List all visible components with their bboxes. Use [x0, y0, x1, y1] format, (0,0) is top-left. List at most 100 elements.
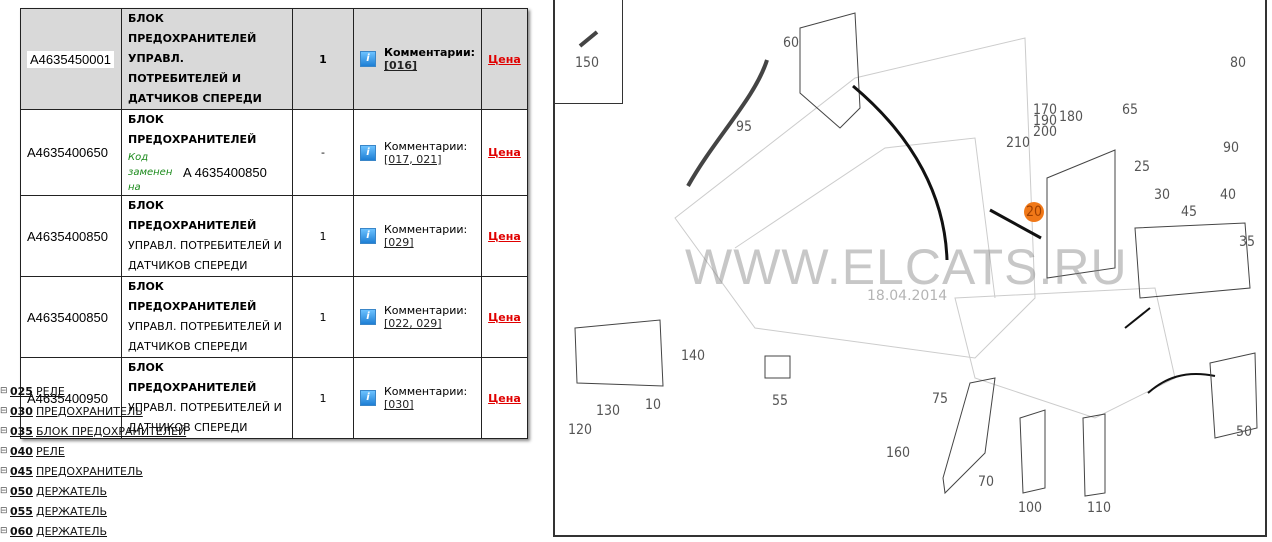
callout-20[interactable]: 20 [1024, 202, 1044, 222]
part-number[interactable]: A4635400950 [27, 390, 108, 406]
quantity: 1 [292, 276, 354, 358]
arrow-50 [1147, 372, 1216, 394]
callout-180[interactable]: 180 [1058, 109, 1084, 125]
callout-90[interactable]: 90 [1222, 140, 1240, 156]
callout-50[interactable]: 50 [1235, 424, 1253, 440]
connector-55 [764, 355, 791, 379]
tree-item-number[interactable]: 030 [10, 404, 33, 418]
comments-link[interactable]: [022, 029] [384, 317, 442, 330]
inset-box [555, 0, 623, 104]
part-name-line: ДАТЧИКОВ СПЕРЕДИ [128, 259, 248, 272]
callout-30[interactable]: 30 [1153, 187, 1171, 203]
tree-item-number[interactable]: 045 [10, 464, 33, 478]
price-link[interactable]: Цена [488, 229, 521, 243]
tree-item-number[interactable]: 055 [10, 504, 33, 518]
callout-45[interactable]: 45 [1180, 204, 1198, 220]
callout-130[interactable]: 130 [595, 403, 621, 419]
callout-70[interactable]: 70 [977, 474, 995, 490]
info-icon[interactable]: i [360, 309, 376, 325]
rod-95 [686, 59, 769, 187]
tree-item-number[interactable]: 050 [10, 484, 33, 498]
replaced-by-part[interactable]: A 4635400850 [183, 165, 267, 180]
price-link[interactable]: Цена [488, 310, 521, 324]
info-icon[interactable]: i [360, 390, 376, 406]
comments-label: Комментарии: [384, 304, 468, 317]
tree-item-number[interactable]: 040 [10, 444, 33, 458]
comments-link[interactable]: [016] [384, 59, 418, 72]
callout-55[interactable]: 55 [771, 393, 789, 409]
tree-branch-icon: ⊟ [0, 506, 8, 516]
console-outline [954, 287, 1176, 419]
part-number[interactable]: A4635400850 [27, 228, 108, 244]
watermark: WWW.ELCATS.RU [685, 239, 1128, 295]
tree-item-label[interactable]: РЕЛЕ [35, 384, 65, 398]
tree-item-label[interactable]: ПРЕДОХРАНИТЕЛЬ [35, 464, 143, 478]
callout-150[interactable]: 150 [574, 55, 600, 71]
tree-item-label[interactable]: БЛОК ПРЕДОХРАНИТЕЛЕЙ [35, 424, 187, 438]
tree-branch-icon: ⊟ [0, 446, 8, 456]
part-number[interactable]: A4635450001 [27, 50, 114, 68]
tree-item-label[interactable]: ДЕРЖАТЕЛЬ [35, 524, 108, 538]
info-icon[interactable]: i [360, 51, 376, 67]
tree-item-number[interactable]: 060 [10, 524, 33, 538]
tree-item-label[interactable]: РЕЛЕ [35, 444, 65, 458]
comments-link[interactable]: [029] [384, 236, 414, 249]
callout-35[interactable]: 35 [1238, 234, 1256, 250]
part-number[interactable]: A4635400850 [27, 309, 108, 325]
plate-110 [1082, 413, 1106, 497]
callout-80[interactable]: 80 [1229, 55, 1247, 71]
callout-140[interactable]: 140 [680, 348, 706, 364]
callout-190[interactable]: 190 [1032, 113, 1058, 129]
fuseblock-10 [574, 319, 664, 387]
callout-170[interactable]: 170 [1032, 102, 1058, 118]
callout-10[interactable]: 10 [644, 397, 662, 413]
info-icon[interactable]: i [360, 228, 376, 244]
price-link[interactable]: Цена [488, 52, 521, 66]
callout-210[interactable]: 210 [1005, 135, 1031, 151]
comments-link[interactable]: [017, 021] [384, 152, 442, 166]
fusebox-35 [1134, 222, 1251, 299]
tree-item-label[interactable]: ДЕРЖАТЕЛЬ [35, 484, 108, 498]
tree-branch-icon: ⊟ [0, 486, 8, 496]
arrow-60 [852, 84, 949, 261]
callout-75[interactable]: 75 [931, 391, 949, 407]
plate-100 [1019, 409, 1046, 494]
price-link[interactable]: Цена [488, 146, 521, 159]
tree-branch-icon: ⊟ [0, 386, 8, 396]
callout-95[interactable]: 95 [735, 119, 753, 135]
price-link[interactable]: Цена [488, 391, 521, 405]
comments-label: Комментарии: [384, 46, 476, 59]
fusebox-20 [1046, 149, 1116, 279]
info-icon[interactable]: i [360, 144, 376, 161]
callout-65[interactable]: 65 [1121, 102, 1139, 118]
callout-40[interactable]: 40 [1219, 187, 1237, 203]
tree-item-label[interactable]: ПРЕДОХРАНИТЕЛЬ [35, 404, 143, 418]
callout-110[interactable]: 110 [1086, 500, 1112, 516]
callout-160[interactable]: 160 [885, 445, 911, 461]
part-number[interactable]: A4635400650 [27, 145, 108, 160]
callout-120[interactable]: 120 [567, 422, 593, 438]
tree-item-number[interactable]: 035 [10, 424, 33, 438]
tree-item-label[interactable]: ДЕРЖАТЕЛЬ [35, 504, 108, 518]
part-name-line: УПРАВЛ. ПОТРЕБИТЕЛЕЙ И [128, 320, 282, 333]
tree-item-number[interactable]: 025 [10, 384, 33, 398]
callout-25[interactable]: 25 [1133, 159, 1151, 175]
callout-60[interactable]: 60 [782, 35, 800, 51]
comments-link[interactable]: [030] [384, 398, 414, 411]
comments-label: Комментарии: [384, 223, 468, 236]
callout-200[interactable]: 200 [1032, 124, 1058, 140]
callout-100[interactable]: 100 [1017, 500, 1043, 516]
